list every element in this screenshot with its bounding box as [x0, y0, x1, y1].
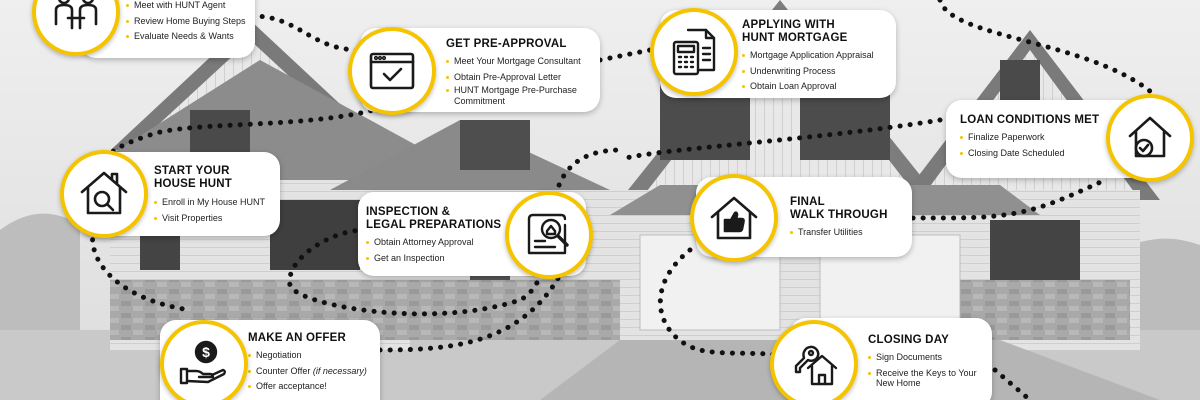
step-pre-approval-badge: [348, 27, 436, 115]
house-search-icon: [80, 171, 128, 215]
step-applying-title-line2: HUNT MORTGAGE: [742, 32, 848, 44]
step-pre-approval-title: GET PRE-APPROVAL: [446, 38, 567, 50]
keys-house-icon: [794, 345, 838, 386]
step-applying-title-line1: APPLYING WITH: [742, 19, 835, 31]
step-inspection-badge: [505, 191, 593, 279]
list-item: Underwriting Process: [742, 64, 874, 80]
step-inspection-list: Obtain Attorney Approval Get an Inspecti…: [366, 235, 474, 266]
step-closing-list: Sign Documents Receive the Keys to Your …: [868, 350, 978, 392]
calculator-documents-icon: [672, 28, 716, 76]
step-loan-conditions-title: LOAN CONDITIONS MET: [960, 114, 1100, 126]
step-walk-through-title: FINAL WALK THROUGH: [790, 196, 888, 222]
step-walk-through-title-line2: WALK THROUGH: [790, 209, 888, 221]
step-loan-conditions-badge: [1106, 94, 1194, 182]
step-walk-through-title-line1: FINAL: [790, 196, 825, 208]
step-walk-through-list: Transfer Utilities: [790, 225, 863, 241]
people-meeting-icon: [54, 0, 98, 30]
list-item: Meet with HUNT Agent: [126, 0, 246, 14]
list-item: Mortgage Application Appraisal: [742, 48, 874, 64]
step-applying-title: APPLYING WITH HUNT MORTGAGE: [742, 19, 847, 45]
blueprint-magnifier-icon: [527, 213, 569, 255]
house-checkmark-icon: [1128, 116, 1172, 158]
list-item: Closing Date Scheduled: [960, 146, 1065, 162]
list-item: Get an Inspection: [366, 251, 474, 267]
list-item: HUNT Mortgage Pre-Purchase Commitment: [446, 85, 591, 106]
step-loan-conditions-list: Finalize Paperwork Closing Date Schedule…: [960, 130, 1065, 161]
hand-dollar-icon: $: [179, 340, 226, 385]
step-closing-badge: [770, 320, 858, 400]
step-house-hunt-list: Enroll in My House HUNT Visit Properties: [154, 195, 265, 226]
step-offer-badge: $: [160, 320, 248, 400]
step-inspection-title-line1: INSPECTION &: [366, 206, 451, 218]
step-inspection-title: INSPECTION & LEGAL PREPARATIONS: [366, 206, 501, 232]
step-pre-approval-list: Meet Your Mortgage Consultant Obtain Pre…: [446, 54, 591, 109]
list-item: Review Home Buying Steps: [126, 14, 246, 30]
step-walk-through-badge: [690, 174, 778, 262]
svg-text:$: $: [202, 344, 210, 360]
counter-offer-note: (if necessary): [312, 365, 367, 376]
list-item: Finalize Paperwork: [960, 130, 1065, 146]
list-item: Receive the Keys to Your New Home: [868, 368, 978, 389]
step-inspection-title-line2: LEGAL PREPARATIONS: [366, 219, 502, 231]
counter-offer-label: Counter Offer: [256, 365, 311, 376]
step-house-hunt-title: START YOUR HOUSE HUNT: [154, 165, 232, 191]
step-applying-badge: [650, 8, 738, 96]
step-house-hunt-title-line2: HOUSE HUNT: [154, 178, 233, 190]
list-item: Sign Documents: [868, 350, 978, 366]
list-item: Transfer Utilities: [790, 225, 863, 241]
browser-checkmark-icon: [369, 52, 415, 90]
list-item: Obtain Attorney Approval: [366, 235, 474, 251]
step-applying-list: Mortgage Application Appraisal Underwrit…: [742, 48, 874, 95]
list-item: Enroll in My House HUNT: [154, 195, 265, 211]
list-item: Meet Your Mortgage Consultant: [446, 54, 591, 70]
step-house-hunt-badge: [60, 150, 148, 238]
step-house-hunt-title-line1: START YOUR: [154, 165, 230, 177]
step-closing-title: CLOSING DAY: [868, 334, 950, 346]
list-item: Evaluate Needs & Wants: [126, 29, 246, 45]
list-item: Negotiation: [248, 348, 367, 364]
step-offer-list: Negotiation Counter Offer (if necessary)…: [248, 348, 367, 395]
list-item: Obtain Loan Approval: [742, 79, 874, 95]
list-item: Visit Properties: [154, 211, 265, 227]
list-item: Counter Offer (if necessary): [248, 364, 367, 380]
list-item: Obtain Pre-Approval Letter: [446, 70, 591, 86]
house-thumbs-up-icon: [710, 196, 758, 240]
list-item: Offer acceptance!: [248, 379, 367, 395]
step-offer-title: MAKE AN OFFER: [248, 332, 347, 344]
step-meet-agent-list: Meet with HUNT Agent Review Home Buying …: [126, 0, 246, 45]
